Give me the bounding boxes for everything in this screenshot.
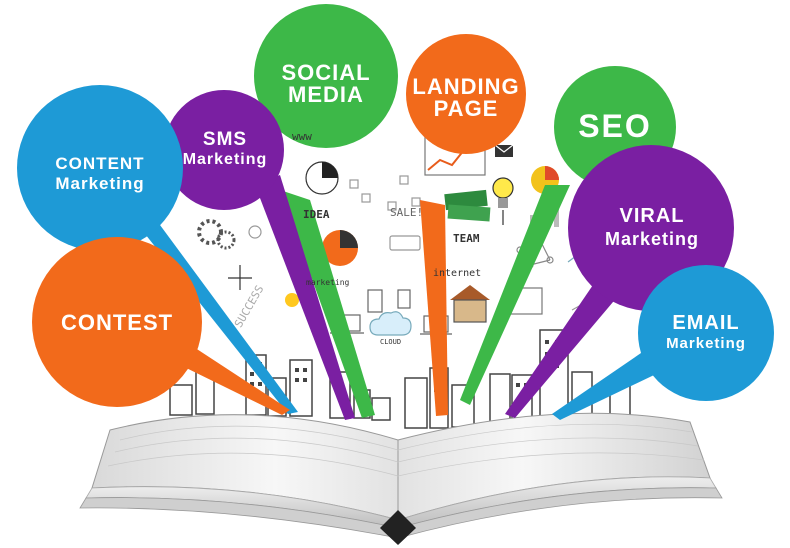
social-media-line1: SOCIAL [281, 60, 371, 85]
envelope-icon [494, 144, 514, 157]
cloud-icon [369, 311, 412, 336]
sms-line2: Marketing [182, 151, 268, 168]
email-bubble [638, 265, 774, 401]
content-label: CONTENT Marketing [30, 155, 170, 192]
viral-label: VIRAL Marketing [582, 206, 722, 248]
landing-page-line1: LANDING [412, 74, 520, 99]
sms-label: SMS Marketing [170, 130, 280, 168]
contest-tail [170, 338, 290, 415]
email-line2: Marketing [666, 335, 746, 352]
social-media-label: SOCIAL MEDIA [262, 62, 390, 106]
sun-icon [285, 293, 299, 307]
viral-line2: Marketing [604, 229, 700, 249]
social-media-line2: MEDIA [288, 82, 364, 107]
contest-label: CONTEST [42, 312, 192, 334]
house-icon [450, 285, 543, 323]
doodle-sale: SALE! [390, 206, 424, 219]
email-line1: EMAIL [672, 312, 740, 334]
doodle-internet: internet [433, 268, 482, 279]
seo-tail [460, 185, 570, 405]
sms-tail [255, 175, 355, 420]
doodle-www: www [292, 130, 312, 143]
doodle-cloud: CLOUD [380, 338, 402, 346]
bubbles [17, 4, 774, 407]
landing-page-line2: PAGE [433, 96, 499, 121]
content-bubble [17, 85, 183, 251]
bubble-tails [130, 175, 675, 420]
content-line2: Marketing [55, 174, 145, 193]
doodle-idea: IDEA [303, 208, 330, 221]
social-media-bubble [254, 4, 398, 148]
sms-line1: SMS [202, 129, 248, 150]
seo-line1: SEO [578, 108, 652, 144]
email-label: EMAIL Marketing [646, 313, 766, 351]
viral-line1: VIRAL [619, 205, 685, 227]
landing-page-bubble [406, 34, 526, 154]
landing-page-label: LANDING PAGE [406, 76, 526, 120]
seo-label: SEO [565, 110, 665, 142]
landing-page-tail [420, 200, 448, 416]
viral-tail [505, 260, 640, 418]
sms-bubble [164, 90, 284, 210]
social-media-tail [280, 190, 375, 418]
content-line1: CONTENT [55, 154, 145, 173]
doodle-team: TEAM [453, 232, 480, 245]
gear-icon [197, 219, 236, 250]
contest-line1: CONTEST [60, 310, 174, 335]
doodle-marketing: marketing [306, 278, 350, 287]
misc-doodles [248, 175, 421, 251]
lightbulb-icon [492, 177, 514, 225]
money-icon [444, 189, 491, 222]
book-icon [79, 412, 723, 545]
contest-bubble [32, 237, 202, 407]
